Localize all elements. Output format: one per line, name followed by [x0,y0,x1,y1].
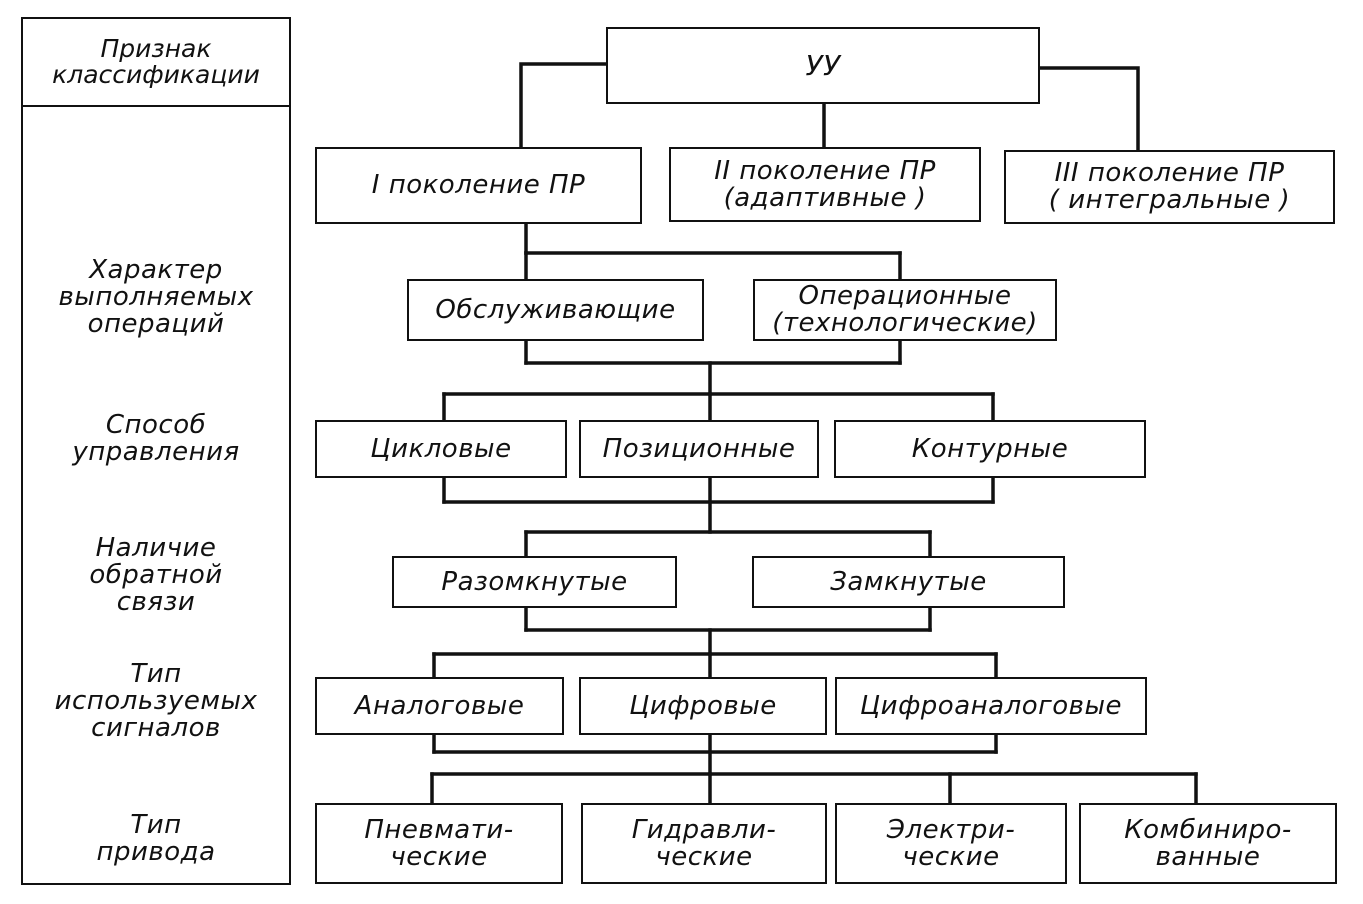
classification-column: Признак классификации [21,17,291,885]
node-pneumatic: Пневмати- ческие [315,803,563,884]
node-open: Разомкнутые [392,556,677,608]
classification-header-line1: Признак [100,34,212,63]
criterion-feedback: Наличие обратной связи [89,533,223,617]
criterion-drive: Тип привода [96,810,216,867]
node-operational: Операционные (технологические) [753,279,1057,341]
criterion-control: Способ управления [72,410,240,467]
connector-root-gen3 [1038,66,1140,152]
criterion-operations: Характер выполняемых операций [58,255,254,339]
node-hydraulic: Гидравли- ческие [581,803,827,884]
node-gen2: II поколение ПР (адаптивные ) [669,147,981,222]
node-combined: Комбиниро- ванные [1079,803,1337,884]
node-contour: Контурные [834,420,1146,478]
classification-header: Признак классификации [23,19,289,107]
node-analog: Аналоговые [315,677,564,735]
node-electric: Электри- ческие [835,803,1067,884]
node-digital-analog: Цифроаналоговые [835,677,1147,735]
node-cyclic: Цикловые [315,420,567,478]
node-servicing: Обслуживающие [407,279,704,341]
node-root: УУ [606,27,1040,104]
connector-root-gen1 [519,62,608,149]
node-gen3: III поколение ПР ( интегральные ) [1004,150,1335,224]
node-gen1: I поколение ПР [315,147,642,224]
node-positional: Позиционные [579,420,819,478]
classification-header-line2: классификации [52,60,260,89]
node-closed: Замкнутые [752,556,1065,608]
criterion-signals: Тип используемых сигналов [54,659,258,743]
node-digital: Цифровые [579,677,827,735]
